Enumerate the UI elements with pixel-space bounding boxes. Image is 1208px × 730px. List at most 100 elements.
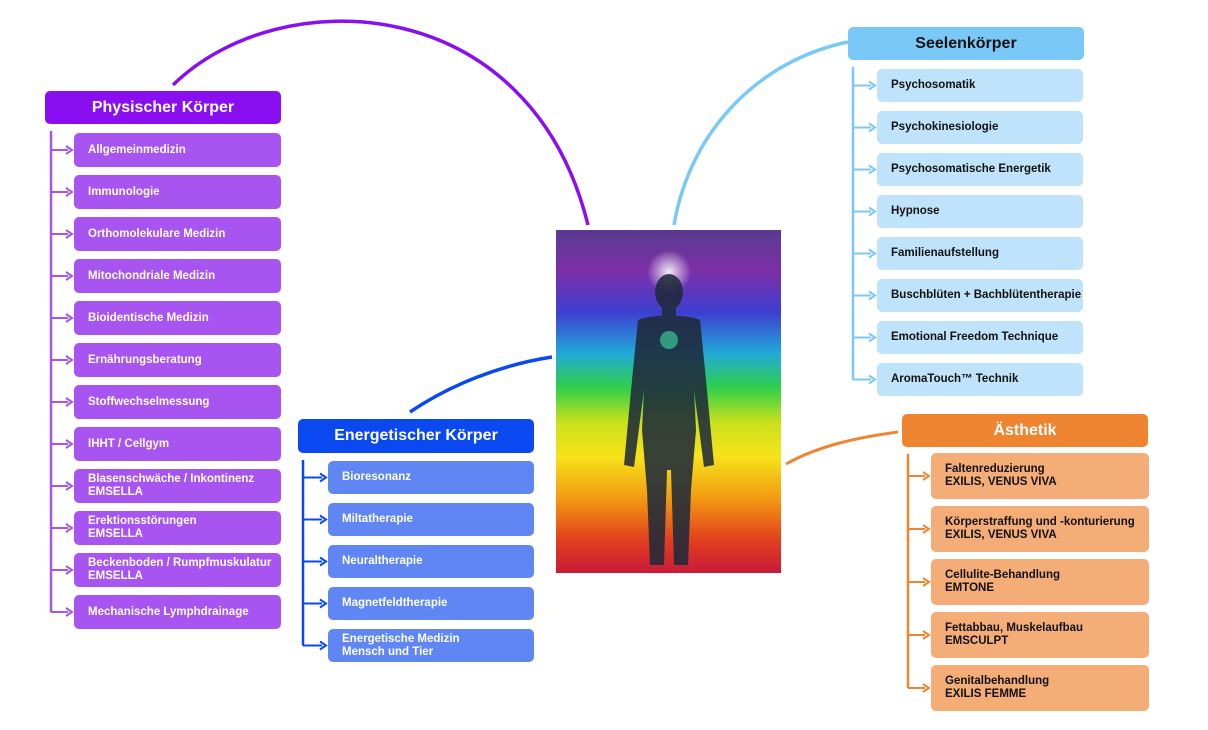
item-label: Ernährungsberatung (88, 353, 202, 366)
arrow-icon (65, 481, 74, 491)
item-sublabel: EMTONE (945, 582, 994, 594)
item-seele: AromaTouch™ Technik (877, 363, 1083, 396)
item-sublabel: EMSELLA (88, 528, 143, 540)
item-seele: Buschblüten + Bachblütentherapie (877, 279, 1083, 312)
item-sublabel: EMSELLA (88, 570, 143, 582)
arrow-icon (868, 206, 877, 217)
arrow-icon (868, 164, 877, 175)
item-label: Psychosomatik (891, 79, 976, 91)
item-seele: Familienaufstellung (877, 237, 1083, 270)
arc-physisch (171, 19, 590, 226)
item-label: Körperstraffung und -konturierung (945, 516, 1135, 528)
arrow-icon (319, 640, 328, 651)
item-label: Beckenboden / Rumpfmuskulatur (88, 557, 272, 569)
item-physisch: Immunologie (74, 175, 281, 209)
item-label: Immunologie (88, 185, 160, 198)
item-label: Stoffwechselmessung (88, 395, 210, 408)
arrow-icon (65, 145, 74, 155)
item-label: Faltenreduzierung (945, 463, 1045, 475)
header-physisch: Physischer Körper (45, 91, 281, 124)
item-label: Bioidentische Medizin (88, 311, 209, 324)
figure-aura-chakra-icon (556, 230, 781, 573)
arrow-icon (319, 556, 328, 567)
arrow-icon (65, 355, 74, 365)
item-seele: Hypnose (877, 195, 1083, 228)
item-seele: Emotional Freedom Technique (877, 321, 1083, 354)
item-label: Genitalbehandlung (945, 675, 1050, 687)
item-physisch: Stoffwechselmessung (74, 385, 281, 419)
arrow-icon (65, 439, 74, 449)
arrow-icon (868, 374, 877, 385)
arrow-icon (868, 80, 877, 91)
item-energetisch: Miltatherapie (328, 503, 534, 536)
item-label: Psychosomatische Energetik (891, 163, 1051, 175)
item-sublabel: EXILIS FEMME (945, 688, 1027, 700)
item-energetisch: Magnetfeldtherapie (328, 587, 534, 620)
arrow-icon (319, 598, 328, 609)
item-label: Allgemeinmedizin (88, 143, 186, 156)
arrow-icon (922, 524, 931, 534)
item-physisch: Bioidentische Medizin (74, 301, 281, 335)
arrow-icon (65, 229, 74, 239)
arc-energetisch (409, 355, 553, 414)
item-sublabel: EMSELLA (88, 486, 143, 498)
arc-aesthetik (785, 430, 899, 466)
item-seele: Psychokinesiologie (877, 111, 1083, 144)
arc-seele (672, 40, 849, 226)
arrow-icon (65, 523, 74, 533)
item-label: Psychokinesiologie (891, 121, 999, 133)
item-label: Familienaufstellung (891, 247, 999, 259)
item-label: Erektionsstörungen (88, 515, 197, 527)
item-label: Emotional Freedom Technique (891, 331, 1059, 343)
item-sublabel: EMSCULPT (945, 635, 1009, 647)
item-label: IHHT / Cellgym (88, 437, 170, 450)
item-label: Blasenschwäche / Inkontinenz (88, 473, 255, 485)
item-physisch: Orthomolekulare Medizin (74, 217, 281, 251)
item-label: Neuraltherapie (342, 555, 423, 567)
arrow-icon (65, 271, 74, 281)
arrow-icon (65, 187, 74, 197)
arrow-icon (922, 471, 931, 481)
item-sublabel: EXILIS, VENUS VIVA (945, 529, 1057, 541)
item-physisch: Mechanische Lymphdrainage (74, 595, 281, 629)
item-label: AromaTouch™ Technik (891, 373, 1019, 385)
item-label: Cellulite-Behandlung (945, 569, 1060, 581)
header-seele: Seelenkörper (848, 27, 1084, 60)
arrow-icon (65, 607, 74, 617)
item-label: Hypnose (891, 205, 940, 217)
item-label: Orthomolekulare Medizin (88, 227, 226, 240)
item-label: Mitochondriale Medizin (88, 269, 216, 282)
arrow-icon (319, 472, 328, 483)
arrow-icon (922, 683, 931, 693)
arrow-icon (868, 248, 877, 259)
item-physisch: Allgemeinmedizin (74, 133, 281, 167)
arrow-icon (868, 332, 877, 343)
header-energetisch: Energetischer Körper (298, 419, 534, 453)
item-label: Fettabbau, Muskelaufbau (945, 622, 1084, 634)
item-physisch: Mitochondriale Medizin (74, 259, 281, 293)
header-aesthetik: Ästhetik (902, 414, 1148, 447)
item-label: Bioresonanz (342, 471, 412, 483)
arrow-icon (65, 565, 74, 575)
arrow-icon (922, 630, 931, 640)
item-sublabel: Mensch und Tier (342, 645, 434, 658)
item-label: Buschblüten + Bachblütentherapie (891, 289, 1082, 301)
item-label: Mechanische Lymphdrainage (88, 605, 249, 618)
item-energetisch: Neuraltherapie (328, 545, 534, 578)
item-seele: Psychosomatische Energetik (877, 153, 1083, 186)
item-label: Energetische Medizin (342, 632, 460, 645)
item-label: Magnetfeldtherapie (342, 597, 448, 609)
arrow-icon (65, 397, 74, 407)
item-sublabel: EXILIS, VENUS VIVA (945, 476, 1057, 488)
item-physisch: IHHT / Cellgym (74, 427, 281, 461)
